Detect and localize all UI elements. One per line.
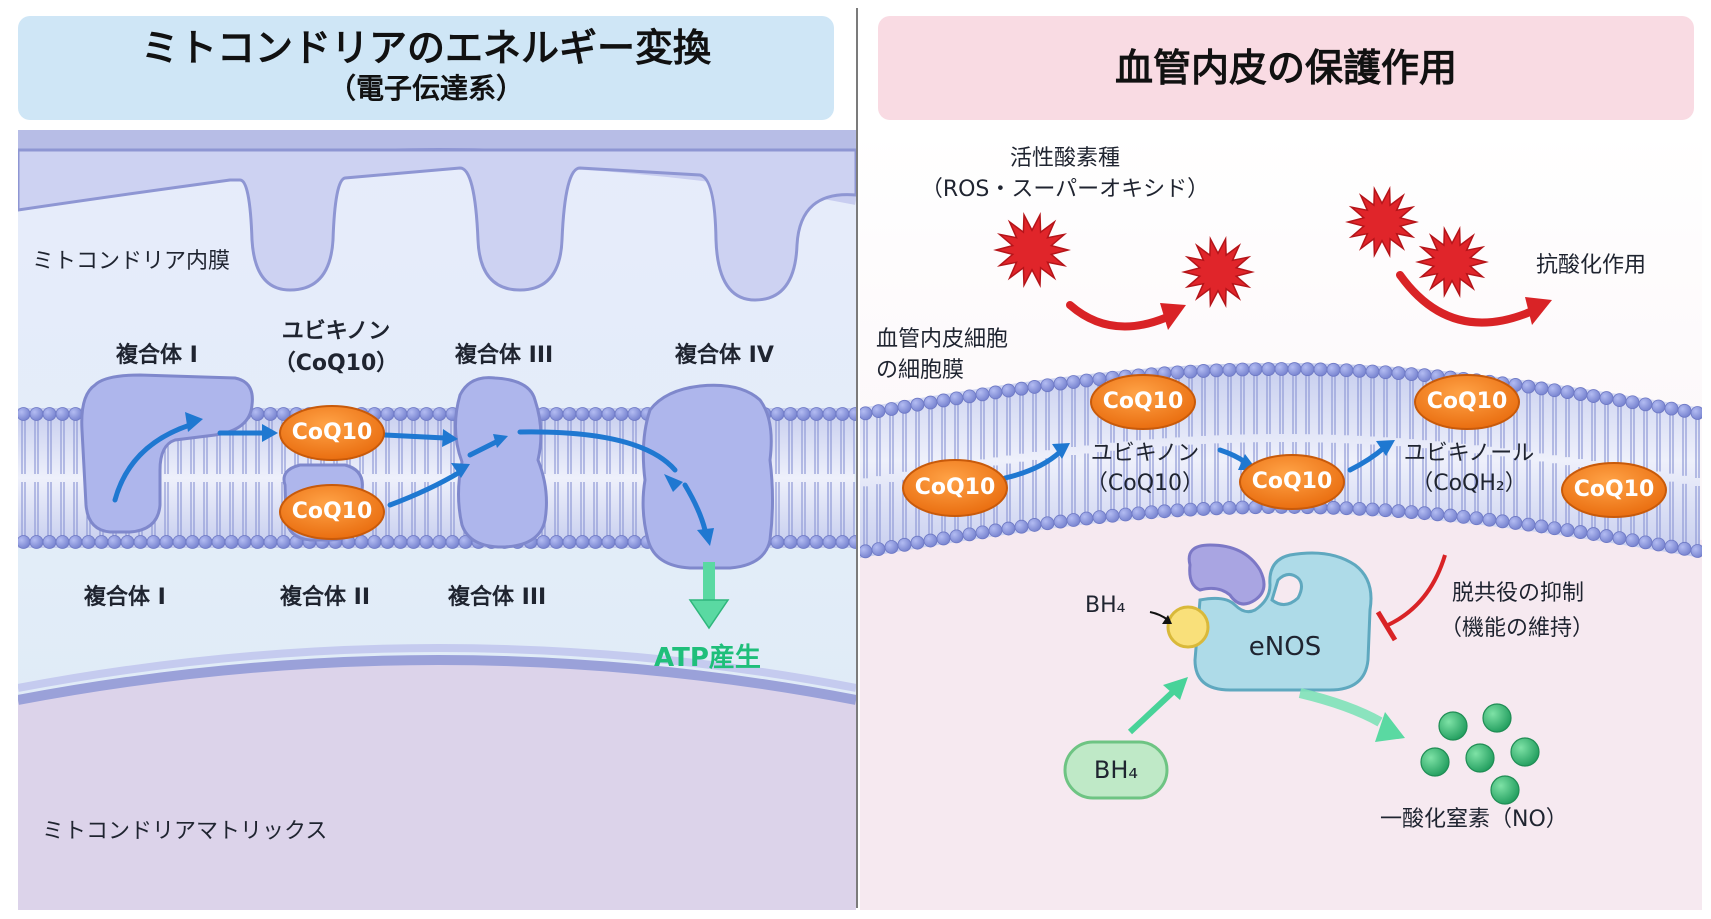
panel-divider: [856, 8, 858, 908]
cell-interior: [860, 505, 1702, 910]
no-molecule: [1510, 737, 1540, 767]
bh4-binding-site: [1166, 605, 1210, 649]
ubiquinone-top-label: ユビキノン: [281, 319, 391, 344]
complex-3-bottom-label: 複合体 III: [448, 585, 547, 610]
ros-burst-3: [1345, 186, 1419, 258]
ros-burst-1: [993, 212, 1071, 288]
left-title: ミトコンドリアのエネルギー変換: [140, 26, 711, 70]
complex-1-bottom-label: 複合体 I: [84, 585, 166, 610]
bh4-big-label: BH₄: [1093, 756, 1139, 784]
coq10-label-r3: CoQ10: [1251, 469, 1333, 494]
atp-production-label: ATP産生: [654, 643, 761, 673]
cell-membrane-label-1: 血管内皮細胞: [876, 327, 1009, 352]
cristae: [18, 148, 856, 302]
enos-body: [1193, 551, 1373, 692]
coq10-label-r1: CoQ10: [914, 475, 996, 500]
no-molecule: [1420, 747, 1450, 777]
matrix-label: ミトコンドリアマトリックス: [42, 819, 328, 844]
bh4-supply-pill: [1063, 740, 1169, 800]
coq10-oval-r4: [1414, 374, 1520, 430]
ros-arrowheads: [1160, 297, 1552, 330]
nitric-oxide-label: 一酸化窒素（NO）: [1380, 807, 1568, 832]
complex-4-protein: [641, 383, 774, 570]
right-title: 血管内皮の保護作用: [1114, 46, 1457, 90]
coq10-oval-r3: [1239, 454, 1345, 510]
bh4-small-label: BH₄: [1085, 593, 1126, 618]
ubiquinone-label: ユビキノン: [1090, 441, 1200, 466]
ubiquinone-paren: （CoQ10）: [1085, 471, 1205, 496]
electron-arrowheads: [185, 412, 714, 546]
coq10-label-b: CoQ10: [291, 499, 373, 524]
no-molecule: [1490, 775, 1520, 805]
coq10-label-r2: CoQ10: [1102, 389, 1184, 414]
left-header: ミトコンドリアのエネルギー変換 （電子伝達系）: [18, 16, 834, 120]
uncoupling-label-2: （機能の維持）: [1440, 616, 1595, 641]
inner-membrane-label: ミトコンドリア内膜: [32, 249, 231, 274]
no-molecule: [1482, 703, 1512, 733]
ros-burst-2: [1181, 236, 1255, 308]
nitric-oxide-molecules: [1420, 703, 1540, 805]
coq10-oval-r5: [1561, 462, 1667, 518]
complex-4-top-label: 複合体 IV: [675, 343, 774, 368]
coq10-oval-r1: [902, 459, 1008, 517]
coq10-oval-r2: [1090, 374, 1196, 430]
enos-purple-lobe: [1187, 543, 1266, 606]
coq10-oval-b: [279, 484, 385, 540]
antioxidant-label: 抗酸化作用: [1536, 253, 1647, 278]
right-header: 血管内皮の保護作用: [878, 16, 1694, 120]
coq10-label-r4: CoQ10: [1426, 389, 1508, 414]
complex-3-protein: [453, 376, 548, 549]
no-molecule: [1438, 711, 1468, 741]
ros-bursts: [993, 186, 1489, 308]
ros-sub-label: （ROS・スーパーオキシド）: [920, 177, 1210, 202]
coq10-label-r5: CoQ10: [1573, 477, 1655, 502]
ros-burst-4: [1415, 226, 1489, 298]
coq10-label-a: CoQ10: [291, 420, 373, 445]
complex-1-top-label: 複合体 I: [116, 343, 198, 368]
matrix-region: [18, 660, 856, 910]
ros-arrows: [1066, 271, 1534, 331]
ubiquinol-label: ユビキノール: [1403, 441, 1535, 466]
complex-1-protein: [80, 373, 254, 534]
enos-label: eNOS: [1248, 632, 1322, 662]
cell-membrane-label-2: の細胞膜: [876, 358, 965, 383]
ros-label: 活性酸素種: [1009, 146, 1120, 171]
no-molecule: [1465, 743, 1495, 773]
complex-2-bottom-label: 複合体 II: [280, 585, 371, 610]
left-subtitle: （電子伝達系）: [327, 72, 524, 105]
uncoupling-label-1: 脱共役の抑制: [1452, 581, 1585, 606]
ubiquinone-top-paren: （CoQ10）: [273, 351, 399, 376]
ubiquinol-paren: （CoQH₂）: [1411, 471, 1527, 496]
inner-membrane-top: [18, 130, 856, 190]
coq10-oval-a: [279, 405, 385, 461]
complex-3-top-label: 複合体 III: [455, 343, 554, 368]
atp-arrow: [688, 562, 730, 630]
inhibition-arrow: [1387, 554, 1447, 627]
